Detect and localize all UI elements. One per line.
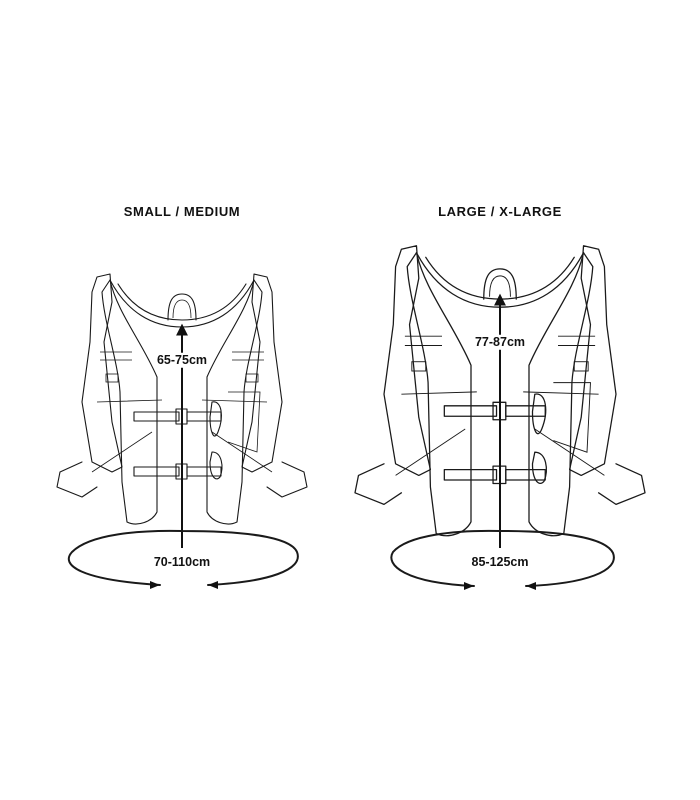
small-medium-title: SMALL / MEDIUM (123, 204, 241, 219)
small-chest-arrow-right (208, 581, 218, 589)
small-chest-label: 70-110cm (151, 554, 213, 570)
small-chest-ellipse (67, 529, 299, 586)
large-chest-label: 85-125cm (469, 554, 531, 570)
large-height-label: 77-87cm (472, 334, 528, 350)
large-xlarge-title: LARGE / X-LARGE (438, 204, 562, 219)
large-chest-arrow-left (464, 582, 474, 590)
small-chest-arrow-left (150, 581, 160, 589)
small-height-label: 65-75cm (154, 352, 210, 368)
large-chest-ellipse (390, 529, 615, 587)
large-chest-arrow-right (526, 582, 536, 590)
